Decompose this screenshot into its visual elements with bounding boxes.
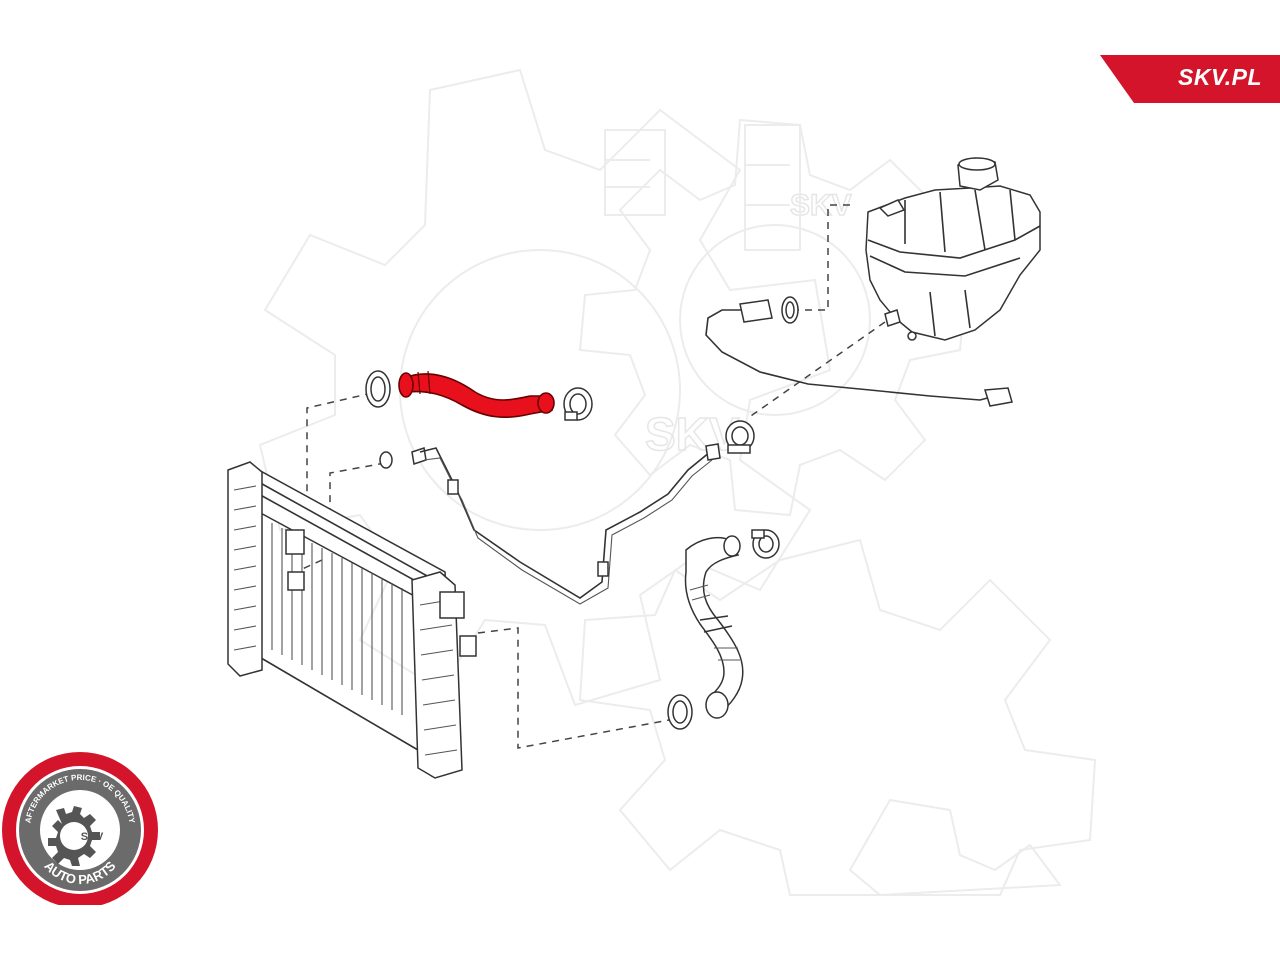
o-ring-seal [667,694,693,730]
lower-radiator-hose [684,535,744,719]
watermark-text-center: SKV [645,408,740,460]
radiator [227,461,477,779]
hose-clamp [751,529,780,559]
watermark-gear-small [848,798,1062,897]
seal-center-text: SKV [81,831,104,843]
level-sensor-cable [705,296,1013,407]
coolant-bleed-line [419,443,721,605]
watermark-gear-lower [578,538,1097,896]
watermark-e-logo [604,124,801,251]
skv-auto-parts-seal: AFTERMARKET PRICE · OE QUALITY AUTO PART… [2,752,158,908]
hose-clamp [563,387,593,421]
gear-logo-icon [48,806,100,866]
small-connector [379,447,427,469]
upper-radiator-hose [398,370,555,419]
exploded-diagram: SKV SKV [227,68,1097,897]
bottom-margin [0,905,1280,960]
hose-clamp [725,420,755,454]
diagram-canvas: SKV SKV [2,55,1280,908]
brand-tab-shape [1100,55,1280,103]
coolant-expansion-tank [865,157,1041,341]
brand-site-label: SKV.PL [1178,64,1262,90]
o-ring-seal [365,370,391,408]
leader-lines [299,204,886,749]
brand-tab: SKV.PL [1100,55,1280,103]
